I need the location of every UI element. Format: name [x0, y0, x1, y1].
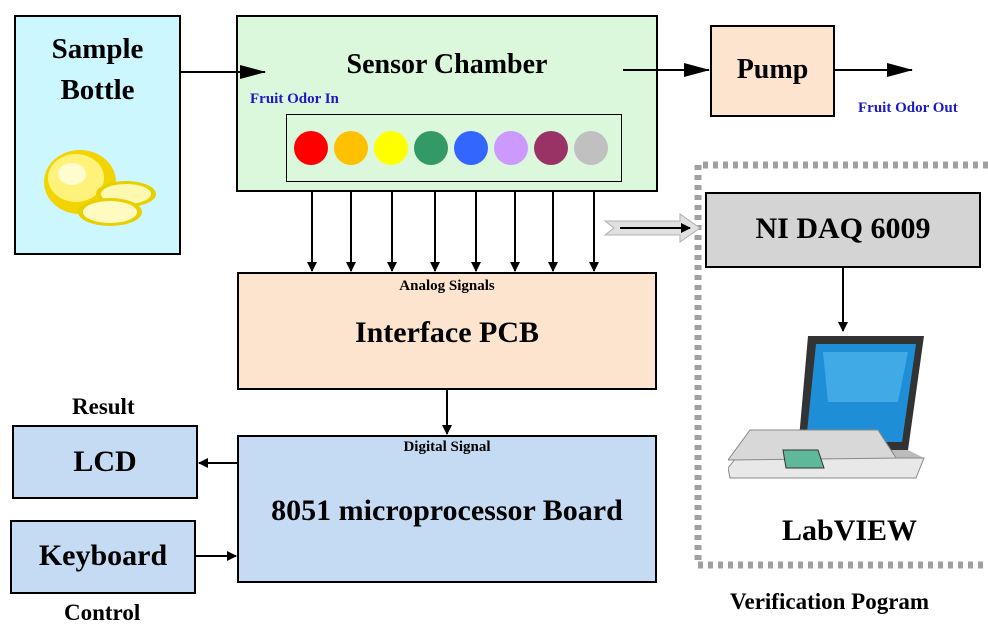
daq-label: NI DAQ 6009 — [755, 212, 931, 245]
microprocessor-board-label: 8051 microprocessor Board — [271, 494, 623, 527]
laptop-icon — [728, 336, 925, 479]
arrow-to-daq — [603, 213, 701, 243]
sensor-dot — [574, 131, 608, 165]
pump-label: Pump — [736, 54, 809, 85]
lcd-label: LCD — [73, 445, 137, 478]
sensor-array — [286, 114, 622, 182]
fruit-odor-out-label: Fruit Odor Out — [858, 100, 958, 116]
sensor-dot — [374, 131, 408, 165]
keyboard-label: Keyboard — [38, 539, 168, 572]
signal-arrows — [307, 192, 599, 272]
sensor-dot — [414, 131, 448, 165]
sensor-dot — [334, 131, 368, 165]
fruit-odor-in-label: Fruit Odor In — [250, 91, 339, 107]
labview-label: LabVIEW — [782, 514, 918, 547]
microprocessor-board-box: Digital Signal 8051 microprocessor Board — [237, 435, 657, 583]
keyboard-box: Keyboard — [10, 520, 196, 594]
result-caption: Result — [72, 394, 135, 419]
sensor-dot — [494, 131, 528, 165]
sensor-dot — [294, 131, 328, 165]
sensor-chamber-title: Sensor Chamber — [346, 49, 548, 80]
analog-signals-label: Analog Signals — [399, 278, 495, 294]
lemon-icon — [44, 150, 156, 226]
pump-box: Pump — [710, 25, 835, 117]
sensor-dot — [454, 131, 488, 165]
sample-bottle-box: Sample Bottle — [14, 15, 181, 255]
sample-bottle-label-1: Sample — [51, 33, 144, 65]
sensor-dots — [294, 131, 608, 165]
interface-pcb-label: Interface PCB — [354, 316, 540, 349]
verification-caption: Verification Pogram — [730, 589, 930, 614]
interface-pcb-box: Analog Signals Interface PCB — [237, 272, 657, 390]
sensor-chamber-box: Sensor Chamber Fruit Odor In — [236, 15, 658, 192]
sensor-dot — [534, 131, 568, 165]
daq-box: NI DAQ 6009 — [705, 192, 981, 268]
sample-bottle-label-2: Bottle — [60, 74, 135, 106]
digital-signal-label: Digital Signal — [403, 439, 491, 455]
lcd-box: LCD — [12, 425, 198, 499]
